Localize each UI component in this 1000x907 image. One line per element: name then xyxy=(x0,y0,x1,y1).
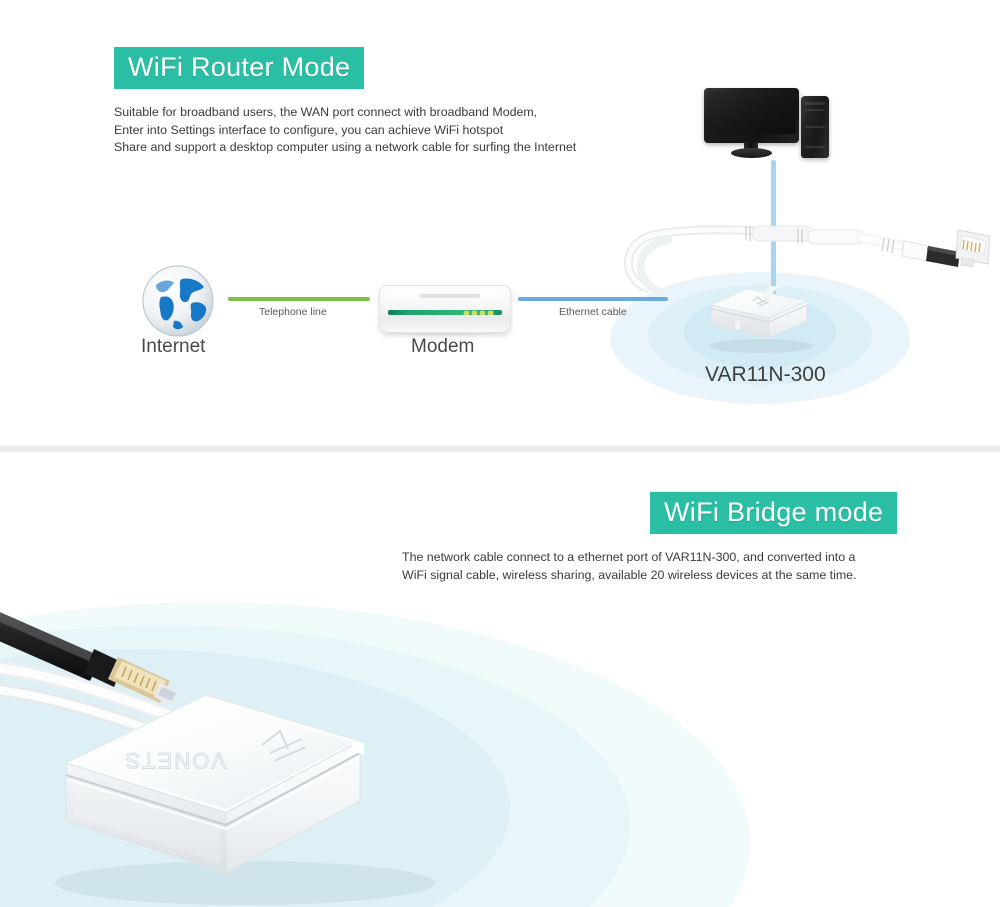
var11n-device-photo: VONETS xyxy=(55,694,435,905)
modem-label: Modem xyxy=(411,336,475,357)
ethernet-cable-wire xyxy=(518,297,668,301)
desktop-computer-illustration xyxy=(700,88,850,163)
telephone-line-label: Telephone line xyxy=(259,306,327,318)
tower-vent-2 xyxy=(805,109,825,111)
device-logo-text: VONETS xyxy=(124,748,226,773)
monitor-screen xyxy=(704,88,799,143)
modem-brand-mark xyxy=(420,294,480,298)
badge-wifi-router-mode: WiFi Router Mode xyxy=(114,47,365,89)
section-wifi-bridge-mode: WiFi Bridge mode The network cable conne… xyxy=(0,457,1000,907)
monitor-neck xyxy=(744,142,758,151)
internet-label: Internet xyxy=(141,336,206,357)
var11n-device-illustration xyxy=(709,286,813,353)
telephone-line-wire xyxy=(228,297,370,301)
modem-led-1 xyxy=(464,310,469,315)
ethernet-cable-label: Ethernet cable xyxy=(559,306,627,318)
router-mode-description: Suitable for broadband users, the WAN po… xyxy=(114,105,577,154)
modem-led-strip xyxy=(388,310,502,315)
modem-led-4 xyxy=(488,310,493,315)
section-divider xyxy=(0,444,1000,453)
tower-vent-3 xyxy=(805,126,825,128)
black-ethernet-cable-illustration xyxy=(0,612,178,705)
section-wifi-router-mode: WiFi Router Mode Suitable for broadband … xyxy=(0,0,1000,448)
modem-top-face xyxy=(388,289,502,305)
white-ethernet-cable-illustration xyxy=(623,225,991,294)
internet-globe-icon xyxy=(140,263,216,339)
tower-vent-4 xyxy=(805,146,825,148)
var11n-device-label: VAR11N-300 xyxy=(705,363,826,386)
bridge-mode-description: The network cable connect to a ethernet … xyxy=(402,550,857,582)
monitor-base xyxy=(731,148,772,158)
modem-device xyxy=(379,285,511,333)
modem-led-3 xyxy=(480,310,485,315)
pc-tower xyxy=(801,96,829,158)
modem-led-2 xyxy=(472,310,477,315)
badge-wifi-bridge-mode: WiFi Bridge mode xyxy=(650,492,898,534)
monitor-screen-inner xyxy=(707,91,796,134)
tower-vent-1 xyxy=(805,102,825,105)
